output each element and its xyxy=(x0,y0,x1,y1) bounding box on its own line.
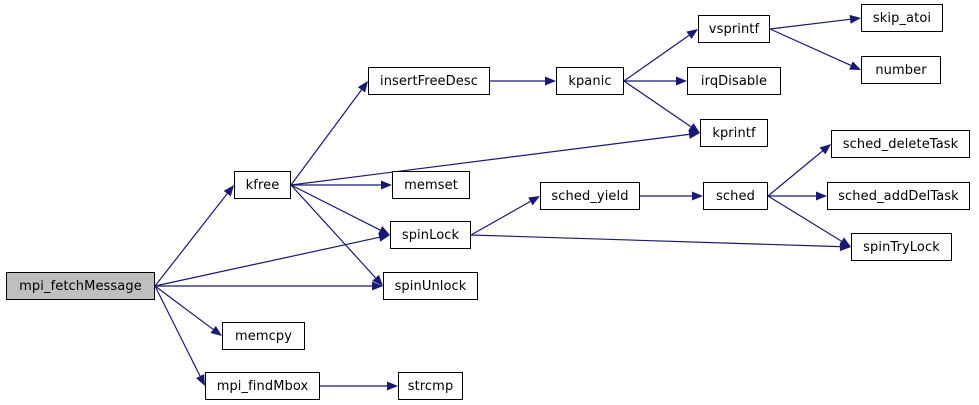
graph-edge-spinLock-to-sched_yield xyxy=(470,200,531,236)
graph-node-irqDisable[interactable]: irqDisable xyxy=(687,67,781,95)
graph-arrowhead-mpi_fetchMessage-to-spinUnlock xyxy=(372,281,383,291)
graph-arrowhead-sched-to-sched_addDelTask xyxy=(816,191,827,201)
graph-node-label: memset xyxy=(404,177,458,193)
graph-node-sched_yield[interactable]: sched_yield xyxy=(540,182,640,210)
graph-arrowhead-insertFreeDesc-to-kpanic xyxy=(545,76,556,86)
graph-node-label: vsprintf xyxy=(708,21,760,37)
graph-arrowhead-mpi_fetchMessage-to-kfree xyxy=(223,185,234,197)
graph-arrowhead-mpi_fetchMessage-to-memcpy xyxy=(210,325,222,336)
graph-node-label: spinLock xyxy=(401,227,460,243)
graph-edge-kfree-to-kprintf xyxy=(290,133,690,186)
graph-node-label: insertFreeDesc xyxy=(380,73,478,89)
graph-node-label: skip_atoi xyxy=(872,10,932,26)
graph-node-sched_deleteTask[interactable]: sched_deleteTask xyxy=(831,130,970,158)
graph-node-label: sched_addDelTask xyxy=(838,188,959,204)
graph-edge-mpi_fetchMessage-to-mpi_findMbox xyxy=(154,285,201,377)
graph-arrowhead-kfree-to-insertFreeDesc xyxy=(357,81,368,93)
graph-arrowhead-sched-to-sched_deleteTask xyxy=(819,144,831,155)
graph-arrowhead-mpi_fetchMessage-to-spinLock xyxy=(378,232,390,242)
graph-arrowhead-vsprintf-to-skip_atoi xyxy=(849,14,861,24)
graph-edge-kfree-to-insertFreeDesc xyxy=(290,89,362,186)
graph-node-skip_atoi[interactable]: skip_atoi xyxy=(861,4,943,32)
graph-node-label: spinTryLock xyxy=(863,239,940,255)
graph-node-label: sched xyxy=(716,188,755,204)
graph-arrowhead-spinLock-to-sched_yield xyxy=(528,196,540,206)
graph-arrowhead-kfree-to-kprintf xyxy=(688,129,700,139)
graph-node-kpanic[interactable]: kpanic xyxy=(556,67,624,95)
graph-arrowhead-vsprintf-to-number xyxy=(849,61,861,70)
graph-edge-vsprintf-to-number xyxy=(769,28,852,67)
graph-node-label: mpi_findMbox xyxy=(216,378,309,394)
graph-edge-kfree-to-spinLock xyxy=(290,184,381,231)
graph-arrowhead-kfree-to-spinUnlock xyxy=(372,274,383,286)
graph-edge-kpanic-to-vsprintf xyxy=(623,34,690,82)
graph-node-label: irqDisable xyxy=(700,73,768,89)
graph-arrowhead-mpi_fetchMessage-to-mpi_findMbox xyxy=(196,374,205,386)
graph-node-mpi_findMbox[interactable]: mpi_findMbox xyxy=(205,372,320,400)
graph-arrowhead-kpanic-to-vsprintf xyxy=(686,29,698,40)
graph-edge-sched-to-sched_deleteTask xyxy=(767,150,823,197)
graph-arrowhead-sched-to-spinTryLock xyxy=(839,237,851,247)
graph-edge-vsprintf-to-skip_atoi xyxy=(769,18,851,30)
graph-arrowhead-mpi_findMbox-to-strcmp xyxy=(387,381,398,391)
graph-edge-mpi_fetchMessage-to-spinLock xyxy=(154,236,380,287)
graph-node-label: spinUnlock xyxy=(394,278,467,294)
graph-node-kprintf[interactable]: kprintf xyxy=(700,119,768,147)
graph-node-insertFreeDesc[interactable]: insertFreeDesc xyxy=(368,67,490,95)
graph-node-sched[interactable]: sched xyxy=(703,182,768,210)
graph-node-number[interactable]: number xyxy=(861,56,941,84)
graph-node-vsprintf[interactable]: vsprintf xyxy=(698,15,770,43)
graph-node-label: sched_yield xyxy=(551,188,629,204)
graph-node-spinUnlock[interactable]: spinUnlock xyxy=(383,272,478,300)
graph-node-label: sched_deleteTask xyxy=(842,136,959,152)
graph-node-spinLock[interactable]: spinLock xyxy=(390,221,471,249)
graph-edge-kpanic-to-kprintf xyxy=(623,80,692,128)
graph-edge-sched-to-spinTryLock xyxy=(767,195,842,242)
graph-arrowhead-sched_yield-to-sched xyxy=(692,191,703,201)
graph-edge-kfree-to-spinUnlock xyxy=(290,184,377,279)
graph-node-memcpy[interactable]: memcpy xyxy=(222,322,305,350)
graph-node-spinTryLock[interactable]: spinTryLock xyxy=(851,233,952,261)
graph-edge-spinLock-to-spinTryLock xyxy=(470,234,841,248)
graph-node-strcmp[interactable]: strcmp xyxy=(398,372,463,400)
graph-node-mpi_fetchMessage[interactable]: mpi_fetchMessage xyxy=(6,272,155,300)
graph-edge-mpi_fetchMessage-to-memcpy xyxy=(154,285,214,330)
graph-node-label: strcmp xyxy=(407,378,454,394)
graph-node-label: kpanic xyxy=(568,73,612,89)
graph-arrowhead-kpanic-to-irqDisable xyxy=(676,76,687,86)
graph-arrowhead-kfree-to-memset xyxy=(381,180,392,190)
graph-arrowhead-kpanic-to-kprintf xyxy=(688,123,700,133)
graph-arrowhead-kfree-to-spinLock xyxy=(378,226,390,235)
graph-node-label: kprintf xyxy=(712,125,756,141)
graph-node-kfree[interactable]: kfree xyxy=(234,171,291,199)
graph-node-label: kfree xyxy=(245,177,280,193)
graph-node-sched_addDelTask[interactable]: sched_addDelTask xyxy=(827,182,970,210)
graph-node-label: number xyxy=(875,62,927,78)
graph-node-memset[interactable]: memset xyxy=(392,171,470,199)
graph-node-label: mpi_fetchMessage xyxy=(19,278,142,294)
graph-edge-mpi_fetchMessage-to-kfree xyxy=(154,193,228,287)
graph-node-label: memcpy xyxy=(234,328,293,344)
